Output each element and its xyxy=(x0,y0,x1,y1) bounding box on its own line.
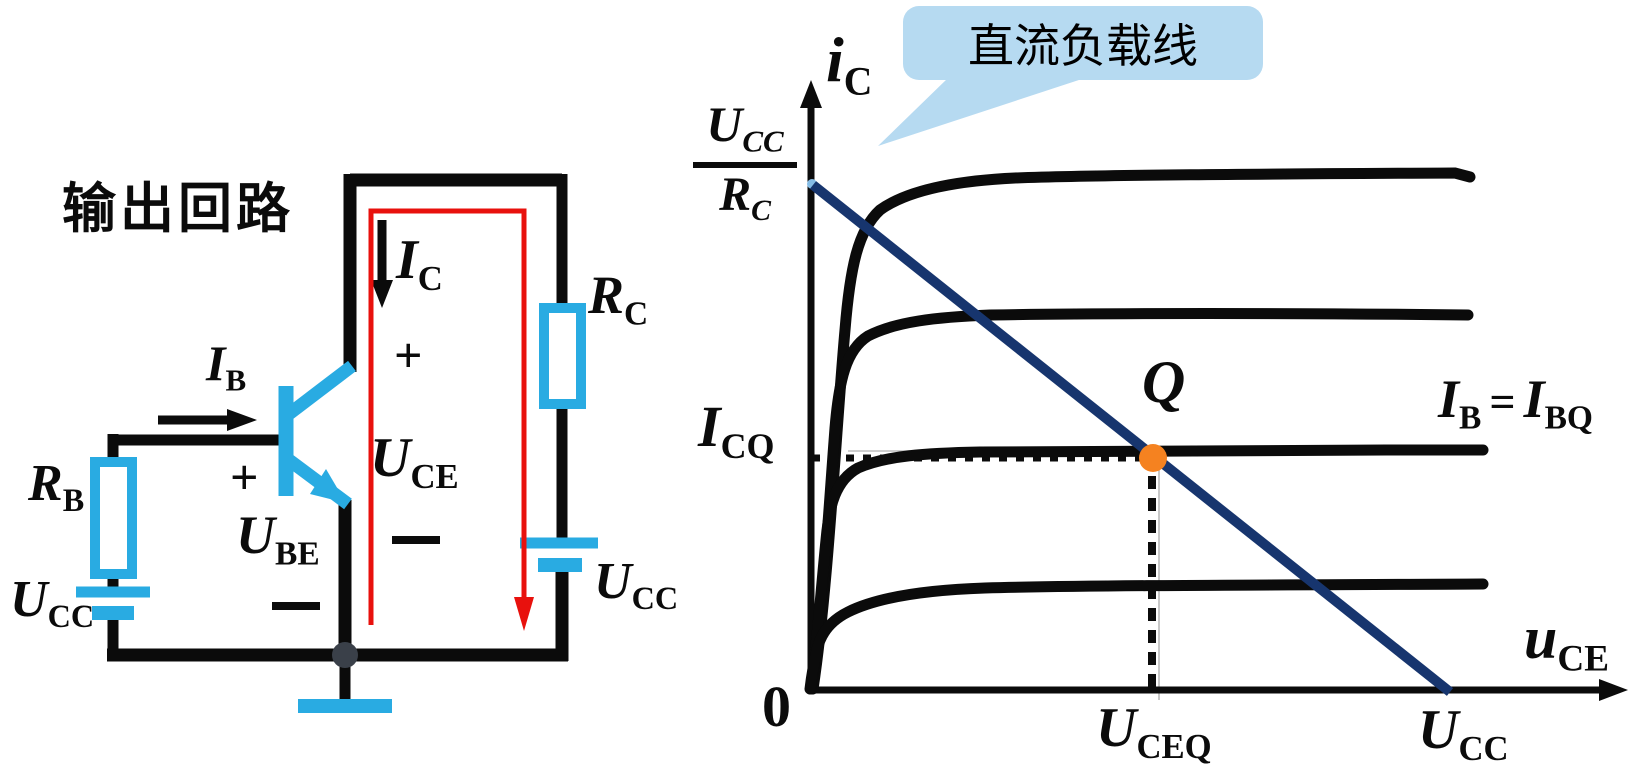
ic-label: IC xyxy=(396,229,443,298)
uce-minus-sign xyxy=(392,536,440,544)
ucc-right-label: UCC xyxy=(594,553,679,616)
uce-label: UCE xyxy=(370,427,459,496)
ic-current-arrow xyxy=(371,220,393,308)
ube-plus-sign: + xyxy=(230,449,259,505)
ube-label: UBE xyxy=(236,505,320,573)
rb-label: RB xyxy=(28,455,85,518)
circuit-diagram xyxy=(76,173,598,713)
ib-label: IB xyxy=(206,335,247,398)
right-battery xyxy=(520,537,598,572)
axes xyxy=(807,102,1602,694)
dc-load-line xyxy=(809,181,1454,696)
ucc-over-rc-label: UCC RC xyxy=(693,99,797,225)
red-loop-arrow-head-icon xyxy=(514,597,534,631)
load-line-callout: 直流负载线 xyxy=(903,6,1263,80)
rc-label: RC xyxy=(588,265,649,333)
circuit-title: 输出回路 xyxy=(62,179,294,239)
rb-resistor xyxy=(90,457,137,579)
equals-sign: = xyxy=(1489,376,1516,427)
circuit-node-dot xyxy=(332,642,358,668)
transistor xyxy=(278,360,356,510)
left-battery xyxy=(76,586,150,620)
origin-label: 0 xyxy=(762,674,791,739)
ib-term: IB xyxy=(1438,369,1482,437)
callout-text: 直流负载线 xyxy=(968,21,1198,72)
uceq-axis-label: UCEQ xyxy=(1096,697,1212,766)
ib-current-arrow xyxy=(158,409,257,431)
emitter-arrow-icon xyxy=(310,469,346,503)
fraction-bar xyxy=(693,161,797,168)
ucc-left-label: UCC xyxy=(10,571,95,634)
ic-arrow-head-icon xyxy=(371,280,393,308)
ibq-term: IBQ xyxy=(1523,369,1593,437)
output-characteristic-curves xyxy=(804,167,1489,695)
rc-resistor xyxy=(539,303,586,409)
callout-tail xyxy=(878,78,1085,146)
transistor-collector-lead xyxy=(285,360,356,420)
y-axis-arrow-icon xyxy=(800,80,822,108)
ib-equals-ibq-label: IB = IBQ xyxy=(1438,372,1593,435)
characteristics-chart xyxy=(800,78,1628,701)
uce-plus-sign: + xyxy=(394,327,423,383)
fraction-numerator: UCC xyxy=(706,96,784,159)
uce-red-loop xyxy=(368,208,534,631)
curve-ibq xyxy=(805,444,1489,695)
ucc-axis-label: UCC xyxy=(1418,699,1509,768)
uce-axis-label: uCE xyxy=(1524,605,1610,680)
ube-minus-sign xyxy=(272,602,320,610)
q-point-dot xyxy=(1139,444,1167,472)
x-axis-arrow-icon xyxy=(1599,679,1628,701)
red-loop-path xyxy=(368,208,527,625)
cyan-components xyxy=(76,303,598,713)
ic-axis-label: iC xyxy=(826,24,873,104)
ib-arrow-head-icon xyxy=(227,409,257,431)
icq-label: ICQ xyxy=(698,394,775,467)
fraction-denominator: RC xyxy=(719,167,771,227)
curve-ib1 xyxy=(804,578,1489,695)
circuit-wires xyxy=(107,173,569,701)
curve-ib4 xyxy=(807,167,1476,695)
q-point-label: Q xyxy=(1142,349,1186,415)
